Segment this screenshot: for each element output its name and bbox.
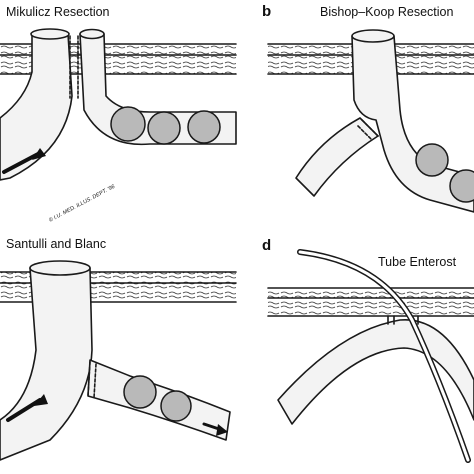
stoma-rim bbox=[351, 29, 395, 43]
panel-c-title: Santulli and Blanc bbox=[6, 237, 106, 251]
bowel-loop bbox=[277, 319, 474, 425]
panel-d-title: Tube Enterost bbox=[378, 255, 457, 269]
panel-b-letter: b bbox=[262, 3, 271, 20]
anastomosis-sutures bbox=[87, 361, 97, 399]
abdominal-wall bbox=[267, 287, 474, 317]
panel-santulli-blanc: Santulli and Blanc bbox=[0, 237, 237, 461]
suture-line bbox=[69, 35, 79, 99]
illustration-credit: © I.U. MED. ILLUS. DEPT. '96 bbox=[48, 183, 117, 224]
panel-tube-enterostomy: d Tube Enterost bbox=[262, 237, 474, 463]
flow-arrow-head bbox=[34, 394, 48, 406]
proximal-bowel-limb bbox=[295, 117, 379, 197]
anastomosis-sutures bbox=[357, 119, 379, 141]
stoma-rim-right bbox=[79, 28, 105, 40]
fixation-sutures bbox=[387, 315, 419, 325]
flow-arrow-head bbox=[32, 148, 46, 160]
flow-arrow-head bbox=[216, 424, 228, 436]
meconium-pellet bbox=[147, 111, 181, 145]
stoma-rim-left bbox=[30, 28, 70, 40]
stoma-rim bbox=[29, 260, 91, 276]
distal-bowel-limb bbox=[87, 359, 231, 441]
flow-arrow bbox=[6, 398, 42, 422]
meconium-pellet bbox=[123, 375, 157, 409]
panel-d-letter: d bbox=[262, 237, 271, 254]
panel-bishop-koop: b Bishop–Koop Resection bbox=[262, 3, 474, 213]
panel-mikulicz: Mikulicz Resection © I.U. MED. ILLUS. DE… bbox=[0, 5, 237, 224]
meconium-pellet bbox=[110, 106, 146, 142]
panel-b-title: Bishop–Koop Resection bbox=[320, 5, 453, 19]
panel-a-title: Mikulicz Resection bbox=[6, 5, 110, 19]
flow-arrow bbox=[2, 152, 40, 174]
meconium-pellet bbox=[415, 143, 449, 177]
meconium-pellet bbox=[160, 390, 192, 422]
meconium-pellet bbox=[187, 110, 221, 144]
meconium-pellet bbox=[449, 169, 474, 203]
